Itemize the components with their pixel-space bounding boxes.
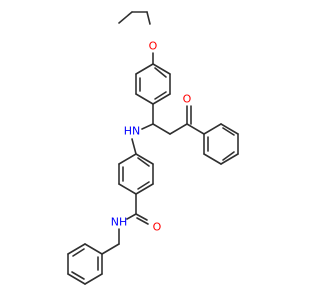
- amide-oxygen-label: O: [153, 221, 162, 234]
- benzoyl-phenyl-ring: [203, 123, 239, 165]
- amine-nh-label: HN: [124, 125, 141, 138]
- amide-double-bond-b: [136, 217, 149, 225]
- ch-nh-bond: [141, 123, 154, 130]
- carbonyl-phenyl-bond: [186, 123, 205, 135]
- structure-canvas: O O HN: [67, 11, 239, 285]
- amide-cn-bond: [126, 213, 137, 220]
- propanone-chain: [141, 103, 205, 135]
- benzyl-phenyl-ring: [67, 243, 103, 285]
- ch2-carbonyl-bond: [169, 123, 188, 135]
- ch2-phenyl-bond: [101, 243, 120, 255]
- ether-oxygen-label: O: [149, 40, 158, 53]
- ethyl-group: [118, 11, 151, 25]
- ketone-oxygen-label: O: [183, 93, 192, 106]
- amide-group: [101, 193, 149, 255]
- ethoxyphenyl-ring: [135, 52, 171, 105]
- molecule-structure: O O HN: [67, 11, 239, 285]
- ch-ch2-bond: [152, 123, 171, 135]
- amide-double-bond-a: [135, 213, 148, 221]
- amide-nh-label: NH: [111, 216, 128, 229]
- ethoxy-ch2-o-bond: [146, 11, 151, 25]
- nh-ring-bond: [131, 138, 137, 155]
- aminobenzamide-ring: [118, 138, 154, 195]
